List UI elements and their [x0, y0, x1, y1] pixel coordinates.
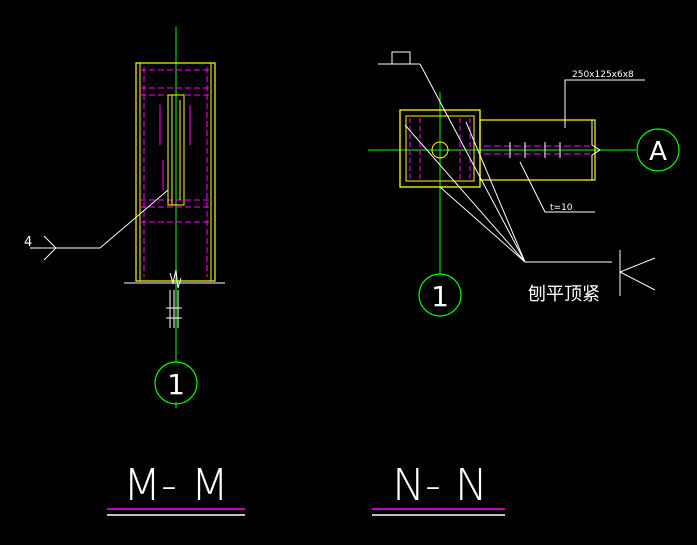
splice-plate: [167, 94, 185, 206]
top-tag-box: [391, 51, 411, 65]
section-title-n-n: N- N: [392, 460, 488, 511]
break-symbol: [169, 269, 182, 289]
column-center-hole: [431, 141, 449, 159]
note-leaders: [404, 63, 526, 263]
anchor-bolt: [166, 290, 182, 328]
plate-thickness-leader: [519, 161, 595, 213]
bolt-marks-left: [159, 105, 191, 190]
column-hidden-lines: [140, 67, 211, 277]
grid-bubble-1-left: [154, 361, 198, 405]
grid-bubble-1-right-label: 1: [431, 280, 449, 313]
column-hidden-lines-right: [409, 118, 471, 180]
beam-hidden-lines: [484, 145, 590, 155]
grid-bubble-a: [636, 128, 680, 172]
grid-bubble-a-label: A: [649, 137, 667, 167]
note-section-arrow: [618, 257, 656, 291]
beam-break: [591, 120, 601, 180]
grid-bubble-1-right: [418, 273, 462, 317]
grid-bubble-1-left-label: 1: [167, 368, 185, 401]
note-label: 刨平顶紧: [528, 284, 600, 305]
weld-leader-line: [56, 189, 169, 249]
beam-spec-leader: [564, 79, 645, 128]
bolt-marks-right: [509, 142, 561, 158]
section-title-m-m: M- M: [123, 460, 229, 511]
column-box-inner: [405, 115, 475, 182]
plate-thickness-label: t=10: [550, 203, 573, 213]
column-outline: [135, 62, 216, 282]
beam-outline: [479, 119, 596, 181]
weld-size-label: 4: [24, 235, 32, 250]
beam-spec-label: 250x125x6x8: [572, 70, 634, 80]
section-n-n: 250x125x6x8 t=10 刨平顶紧 A 1 N- N: [368, 51, 680, 516]
section-m-m: 4 1 M- M: [24, 27, 245, 516]
